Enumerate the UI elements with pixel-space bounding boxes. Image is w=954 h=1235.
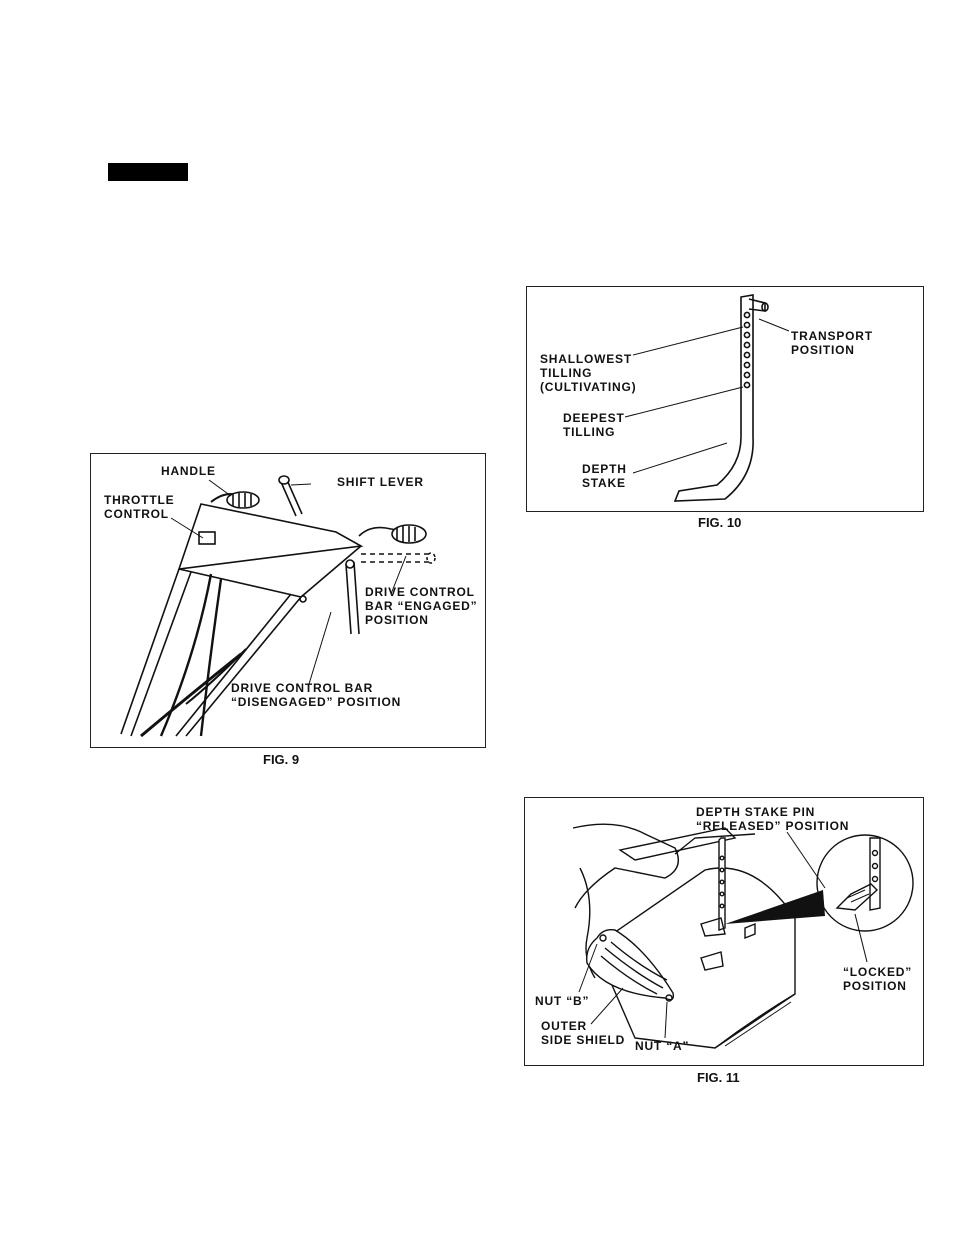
fig11-nut-a-label: NUT “A”: [635, 1039, 690, 1053]
fig9-illustration: [120, 475, 436, 738]
fig10-shallowest-label: SHALLOWEST TILLING (CULTIVATING): [540, 352, 637, 394]
fig10-transport-label: TRANSPORT POSITION: [791, 329, 873, 357]
fig11-caption: FIG. 11: [697, 1070, 740, 1085]
fig11-pin-released-label: DEPTH STAKE PIN “RELEASED” POSITION: [696, 805, 850, 833]
fig11-illustration: [572, 823, 914, 1049]
fig9-handle-label: HANDLE: [161, 464, 216, 478]
fig11-frame: DEPTH STAKE PIN “RELEASED” POSITION “LOC…: [524, 797, 924, 1066]
fig10-deepest-label: DEEPEST TILLING: [563, 411, 625, 439]
fig11-outer-shield-label: OUTER SIDE SHIELD: [541, 1019, 626, 1047]
redacted-black-bar: [108, 163, 188, 181]
fig9-caption: FIG. 9: [263, 752, 300, 767]
fig9-frame: HANDLE SHIFT LEVER THROTTLE CONTROL DRIV…: [90, 453, 486, 748]
fig10-frame: TRANSPORT POSITION SHALLOWEST TILLING (C…: [526, 286, 924, 512]
fig10-depth-stake-label: DEPTH STAKE: [582, 462, 627, 490]
fig9-shift-lever-label: SHIFT LEVER: [337, 475, 424, 489]
fig9-drive-engaged-label: DRIVE CONTROL BAR “ENGAGED” POSITION: [365, 585, 478, 627]
fig9-drive-disengaged-label: DRIVE CONTROL BAR “DISENGAGED” POSITION: [231, 681, 402, 709]
fig11-locked-label: “LOCKED” POSITION: [843, 965, 913, 993]
fig9-throttle-control-label: THROTTLE CONTROL: [104, 493, 175, 521]
fig10-caption: FIG. 10: [698, 515, 742, 530]
fig11-nut-b-label: NUT “B”: [535, 994, 590, 1008]
fig10-illustration: [624, 294, 790, 502]
